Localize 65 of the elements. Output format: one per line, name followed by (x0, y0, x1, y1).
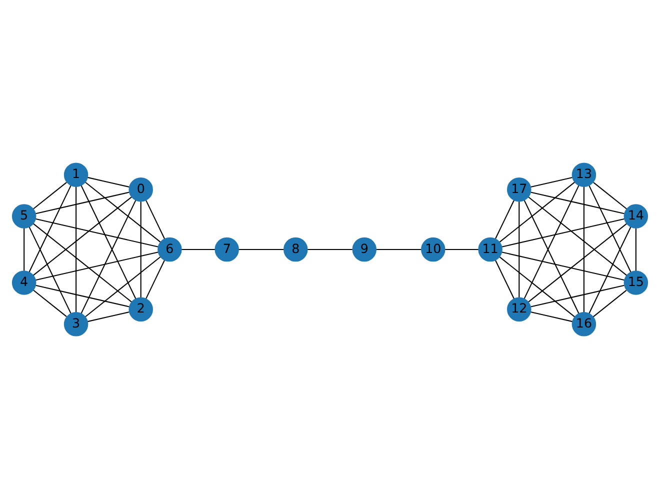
node-circle: 1 (64, 162, 88, 187)
connector (494, 260, 514, 299)
connector (182, 248, 216, 250)
node-circle: 12 (507, 297, 532, 322)
connector (87, 312, 130, 322)
connector (518, 201, 520, 298)
connector (85, 256, 161, 318)
connector (530, 192, 624, 214)
connector (499, 256, 575, 318)
node-circle: 15 (624, 270, 648, 295)
node-circle: 17 (507, 177, 532, 202)
connector (376, 248, 422, 250)
connector (444, 248, 478, 250)
connector (307, 248, 352, 250)
connector (32, 196, 132, 276)
connector (80, 200, 136, 314)
connector (35, 218, 158, 248)
node-circle: 7 (214, 237, 239, 262)
connector (28, 185, 72, 272)
connector (588, 185, 632, 272)
node-circle: 14 (624, 204, 648, 228)
node-circle: 5 (12, 204, 36, 228)
connector (635, 228, 636, 271)
node-circle: 3 (64, 312, 88, 336)
connector (593, 182, 628, 210)
node-circle: 13 (572, 162, 596, 187)
connector (592, 290, 627, 318)
connector (28, 226, 72, 314)
connector (32, 223, 132, 302)
connector (36, 192, 130, 214)
connector (530, 176, 572, 188)
connector (146, 200, 166, 240)
connector (588, 226, 632, 314)
connector (32, 290, 67, 317)
node-circle: 2 (128, 297, 153, 322)
node-circle: 0 (128, 177, 153, 202)
connector (502, 218, 625, 248)
connector (140, 202, 142, 298)
connector (499, 182, 575, 242)
connector (524, 185, 580, 300)
connector (238, 248, 284, 250)
node-circle: 8 (283, 237, 308, 262)
connector (502, 252, 625, 281)
node-circle: 10 (421, 237, 446, 262)
connector (35, 252, 158, 281)
node-circle: 11 (478, 237, 502, 262)
connector (85, 182, 161, 242)
connector (146, 260, 166, 299)
node-circle: 9 (352, 237, 376, 262)
connector (528, 223, 628, 302)
connector (80, 185, 136, 300)
connector (32, 182, 67, 210)
node-circle: 16 (572, 312, 596, 336)
connector (583, 186, 584, 313)
connector (36, 284, 130, 308)
node-circle: 6 (158, 237, 182, 262)
connector (528, 196, 628, 276)
node-circle: 4 (12, 270, 36, 295)
connector (24, 228, 25, 271)
connector (524, 200, 580, 314)
connector (76, 186, 77, 313)
connector (494, 200, 514, 240)
connector (530, 284, 624, 308)
connector (530, 312, 573, 322)
connector (87, 176, 130, 188)
